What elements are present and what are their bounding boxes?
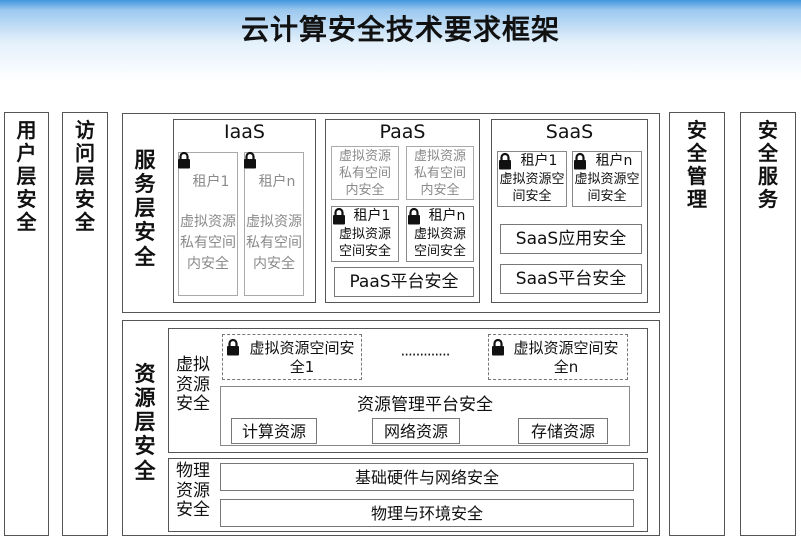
iaas-tenant-1-desc: 虚拟资源私有空间内安全 bbox=[180, 214, 236, 272]
saas-tenant-n bbox=[572, 151, 642, 207]
lock-icon bbox=[177, 151, 191, 169]
security-service-column: 安全服务 bbox=[740, 112, 796, 536]
paas-tenant-1 bbox=[331, 206, 399, 262]
virtual-space-n-text: 虚拟资源空间安全n bbox=[513, 339, 619, 376]
network-resource: 网络资源 bbox=[372, 418, 460, 444]
physical-resource-label: 物理资源安全 bbox=[176, 461, 210, 521]
paas-tenant-1-name: 租户1 bbox=[353, 208, 391, 224]
access-layer-label: 访问层安全 bbox=[75, 118, 95, 234]
lock-icon bbox=[226, 338, 240, 356]
service-layer-label: 服务层安全 bbox=[134, 148, 156, 269]
saas-app-security: SaaS应用安全 bbox=[500, 224, 642, 254]
virtual-space-1 bbox=[222, 334, 362, 380]
paas-platform-security: PaaS平台安全 bbox=[334, 267, 474, 297]
paas-private-space-1 bbox=[331, 146, 399, 200]
user-layer-column: 用户层安全 bbox=[4, 112, 49, 536]
iaas-tenant-n-name: 租户n bbox=[258, 174, 296, 190]
access-layer-column: 访问层安全 bbox=[62, 112, 108, 536]
iaas-tenant-1-name: 租户1 bbox=[192, 174, 230, 190]
security-mgmt-column: 安全管理 bbox=[669, 112, 725, 536]
hardware-network-security: 基础硬件与网络安全 bbox=[220, 463, 634, 491]
saas-platform-security: SaaS平台安全 bbox=[500, 264, 642, 294]
header-banner bbox=[0, 0, 801, 100]
paas-tenant-n-desc: 虚拟资源空间安全 bbox=[413, 227, 466, 259]
lock-icon bbox=[407, 207, 421, 225]
lock-icon bbox=[498, 152, 512, 170]
lock-icon bbox=[332, 207, 346, 225]
resource-mgmt-platform-label: 资源管理平台安全 bbox=[357, 395, 493, 415]
virtual-resource-label: 虚拟资源安全 bbox=[176, 355, 210, 415]
page-title: 云计算安全技术要求框架 bbox=[240, 13, 560, 46]
security-mgmt-label: 安全管理 bbox=[687, 118, 707, 211]
physical-environment-security: 物理与环境安全 bbox=[220, 499, 634, 527]
compute-resource: 计算资源 bbox=[231, 418, 317, 444]
paas-private-space-2-text: 虚拟资源私有空间内安全 bbox=[413, 149, 466, 198]
saas-tenant-1-desc: 虚拟资源空间安全 bbox=[499, 172, 565, 204]
lock-icon bbox=[573, 152, 587, 170]
paas-tenant-n-name: 租户n bbox=[428, 208, 466, 224]
resource-layer-label: 资源层安全 bbox=[134, 362, 156, 483]
paas-tenant-1-desc: 虚拟资源空间安全 bbox=[338, 227, 391, 259]
iaas-tenant-n-desc: 虚拟资源私有空间内安全 bbox=[246, 214, 302, 272]
saas-tenant-n-name: 租户n bbox=[595, 153, 633, 169]
virtual-space-n bbox=[488, 334, 628, 380]
paas-private-space-1-text: 虚拟资源私有空间内安全 bbox=[338, 149, 391, 198]
lock-icon bbox=[491, 338, 505, 356]
storage-resource: 存储资源 bbox=[518, 418, 608, 444]
resource-mgmt-platform bbox=[220, 386, 630, 446]
user-layer-label: 用户层安全 bbox=[16, 118, 37, 234]
saas-title: SaaS bbox=[545, 121, 594, 143]
saas-tenant-1-name: 租户1 bbox=[520, 153, 558, 169]
paas-private-space-2 bbox=[406, 146, 474, 200]
paas-title: PaaS bbox=[379, 121, 426, 143]
iaas-tenant-n bbox=[244, 152, 304, 296]
virtual-space-1-text: 虚拟资源空间安全1 bbox=[249, 339, 355, 376]
iaas-tenant-1 bbox=[178, 152, 238, 296]
lock-icon bbox=[243, 151, 257, 169]
saas-tenant-1 bbox=[497, 151, 567, 207]
saas-tenant-n-desc: 虚拟资源空间安全 bbox=[574, 172, 640, 204]
security-service-label: 安全服务 bbox=[758, 118, 778, 211]
ellipsis: ············· bbox=[400, 346, 451, 364]
iaas-title: IaaS bbox=[224, 121, 265, 143]
paas-tenant-n bbox=[406, 206, 474, 262]
